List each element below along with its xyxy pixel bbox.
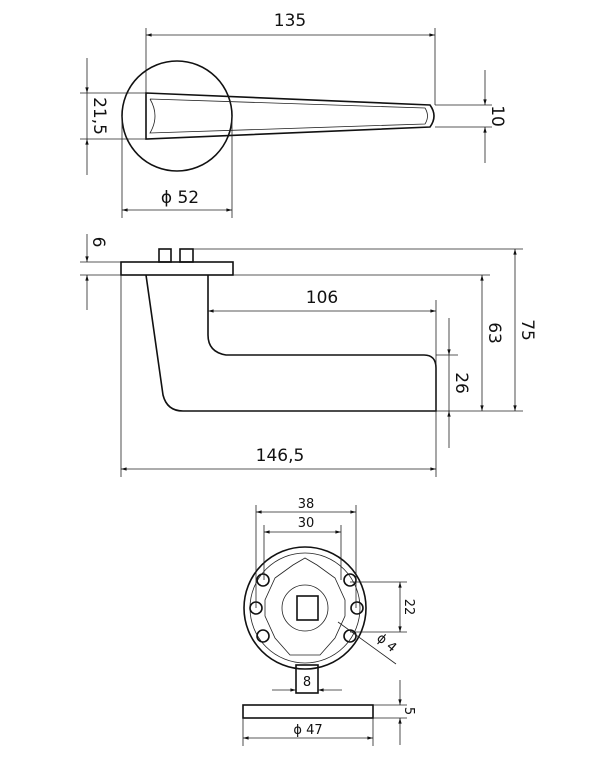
dim-rose-height-label: 21,5: [89, 97, 109, 135]
dim-rose-diameter-label: ϕ 52: [161, 188, 199, 208]
dim-26-label: 26: [451, 372, 471, 394]
lever-top-outline: [145, 92, 435, 140]
dim-cover-diameter-label: ϕ 47: [293, 723, 322, 738]
side-view: 6 106 63 75 26 146,5: [80, 234, 537, 477]
lever-side-outline: [145, 274, 437, 412]
lever-top-inner: [149, 98, 428, 134]
dim-reach-label: 106: [306, 288, 338, 308]
dim-spindle-label: 8: [303, 675, 311, 690]
dim-tip-height-label: 10: [487, 105, 507, 127]
top-view: 135 21,5 10 ϕ 52: [80, 11, 507, 218]
cover-plate: [242, 704, 374, 719]
hole-diameter-leader: [337, 621, 397, 665]
dim-75-label: 75: [517, 319, 537, 341]
dim-length-label: 135: [274, 11, 306, 31]
dim-22-label: 22: [401, 599, 416, 616]
rose-outline: [121, 60, 233, 172]
rose-detail-view: 38 30 22 ϕ 4 8 5 ϕ 47: [242, 497, 416, 746]
spindle-square: [296, 595, 319, 621]
dim-hole-diameter-label: ϕ 4: [373, 631, 399, 656]
dim-overall-length-label: 146,5: [256, 446, 305, 466]
dim-30-label: 30: [298, 516, 315, 531]
rose-plate: [120, 261, 234, 276]
dim-63-label: 63: [484, 322, 504, 344]
dim-rose-thickness-label: 6: [88, 237, 108, 248]
screw-holes: [249, 573, 364, 643]
dim-cover-thickness-label: 5: [401, 707, 416, 715]
dim-38-label: 38: [298, 497, 315, 512]
